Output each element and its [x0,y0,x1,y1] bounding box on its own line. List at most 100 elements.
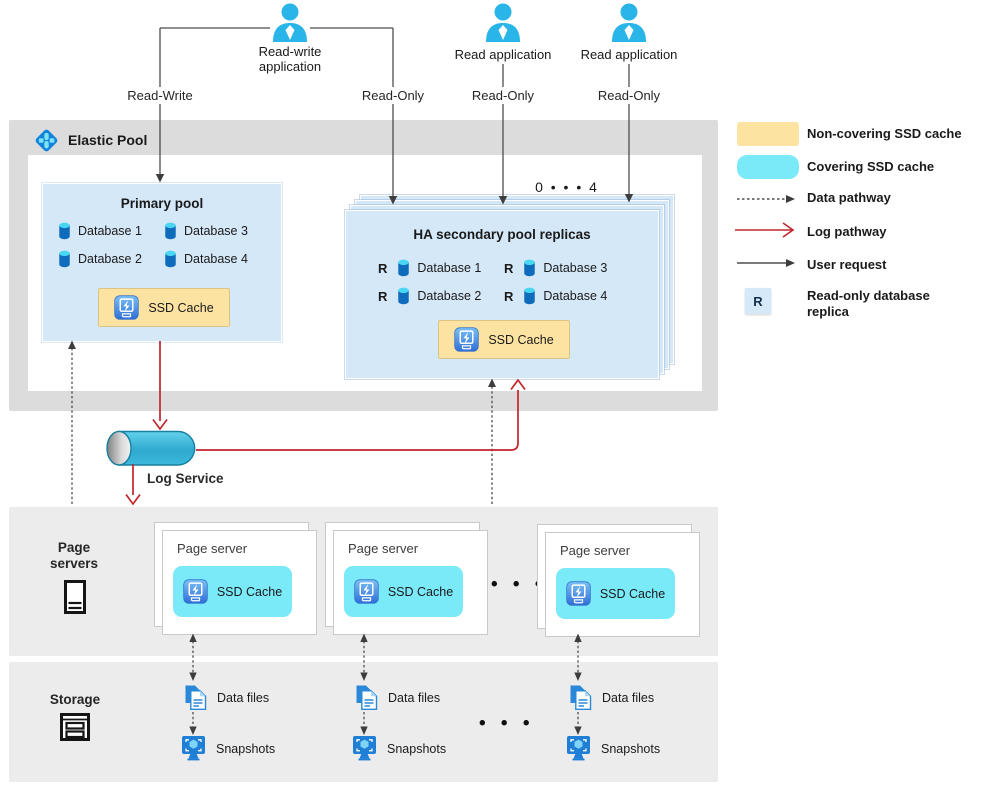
database-label: Database 1 [78,224,142,238]
legend-log-pathway-arrow [735,221,799,244]
ssd-icon [114,295,139,320]
elastic-pool-label: Elastic Pool [68,132,148,148]
read-write-flow-label: Read-Write [122,87,198,104]
data-files-icon [355,684,378,716]
legend-data-pathway-arrow [737,192,799,210]
legend-data-pathway-label: Data pathway [807,190,891,205]
snapshots-icon [566,735,591,766]
replica-r-badge: R [378,260,388,276]
ssd-cache-label: SSD Cache [387,584,454,599]
page-servers-section-label: Page servers [49,540,99,571]
database-label: Database 1 [417,261,482,275]
database-label: Database 2 [417,289,482,303]
replica-r-badge: R [504,260,514,276]
log-service-label: Log Service [147,471,224,486]
ssd-icon [566,581,591,606]
data-files-label: Data files [388,691,441,705]
database-label: Database 4 [543,289,608,303]
database-label: Database 3 [543,261,608,275]
replica-database-item: R Database 4 [504,287,630,305]
ssd-cache-label: SSD Cache [599,586,666,601]
ha-ssd-cache: SSD Cache [438,320,570,359]
read-user-icon-1 [481,2,525,47]
database-label: Database 4 [184,252,248,266]
primary-pool-databases: Database 1 Database 3 Database 2 Databas… [57,222,269,268]
legend-replica-label: Read-only database replica [807,288,930,319]
legend-user-request-label: User request [807,257,887,272]
ssd-cache-label: SSD Cache [216,584,283,599]
page-servers-icon [64,580,86,619]
snapshots-label: Snapshots [601,742,661,756]
database-item: Database 1 [57,222,163,240]
database-icon [165,250,176,268]
legend-replica-badge: R [745,288,771,314]
ssd-icon [354,579,379,604]
read-write-user-icon [268,2,312,47]
ha-replica-databases: R Database 1 R Database 3 R Database 2 R… [378,259,630,305]
read-only-flow-label-2: Read-Only [466,87,540,104]
snapshots-label: Snapshots [216,742,276,756]
read-only-flow-label-3: Read-Only [592,87,666,104]
snapshots-icon [352,735,377,766]
data-files-icon [184,684,207,716]
replica-range-label: 0 • • • 4 [535,179,599,195]
replica-database-item: R Database 1 [378,259,504,277]
legend-noncovering-label: Non-covering SSD cache [807,126,962,141]
read-app-label-1: Read application [454,47,552,62]
replica-r-badge: R [378,288,388,304]
primary-pool-box: Primary pool Database 1 Database 3 Datab… [42,183,282,342]
ssd-icon [454,327,479,352]
read-write-app-label: Read-write application [258,44,322,74]
database-item: Database 2 [57,250,163,268]
legend-noncovering-swatch [737,122,799,146]
page-server-card-3: Page server SSD Cache [545,532,700,637]
storage-ellipsis: • • • [479,713,535,734]
data-files-label: Data files [217,691,270,705]
page-server-card-1: Page server SSD Cache [162,530,317,635]
legend-covering-label: Covering SSD cache [807,159,935,174]
storage-icon [60,713,90,746]
database-label: Database 2 [78,252,142,266]
data-files-label: Data files [602,691,655,705]
elastic-pool-icon [32,126,61,160]
ha-replicas-title: HA secondary pool replicas [413,227,591,242]
ssd-cache-label: SSD Cache [488,332,554,347]
page-server-title: Page server [348,541,419,556]
ha-replicas-box: HA secondary pool replicas R Database 1 … [345,210,659,379]
primary-ssd-cache: SSD Cache [98,288,230,327]
page-server-ssd-cache: SSD Cache [556,568,675,619]
snapshots-icon [181,735,206,766]
ssd-cache-label: SSD Cache [148,300,214,315]
log-service-icon [105,430,200,472]
page-server-ssd-cache: SSD Cache [173,566,292,617]
database-label: Database 3 [184,224,248,238]
ssd-icon [183,579,208,604]
legend-log-pathway-label: Log pathway [807,224,887,239]
page-server-title: Page server [560,543,631,558]
database-icon [165,222,176,240]
database-item: Database 4 [163,250,269,268]
database-icon [398,259,410,277]
database-icon [398,287,410,305]
database-icon [59,222,70,240]
replica-database-item: R Database 2 [378,287,504,305]
page-server-ssd-cache: SSD Cache [344,566,463,617]
replica-r-badge: R [504,288,514,304]
read-app-label-2: Read application [580,47,678,62]
legend-user-request-arrow [737,256,799,274]
replica-database-item: R Database 3 [504,259,630,277]
page-server-title: Page server [177,541,248,556]
snapshots-label: Snapshots [387,742,447,756]
data-files-icon [569,684,592,716]
page-servers-ellipsis: • • • [491,574,547,595]
database-icon [524,259,536,277]
page-server-card-2: Page server SSD Cache [333,530,488,635]
database-item: Database 3 [163,222,269,240]
read-only-flow-label-1: Read-Only [356,87,430,104]
primary-pool-title: Primary pool [120,196,204,211]
read-user-icon-2 [607,2,651,47]
database-icon [524,287,536,305]
storage-section-label: Storage [49,692,101,707]
database-icon [59,250,70,268]
